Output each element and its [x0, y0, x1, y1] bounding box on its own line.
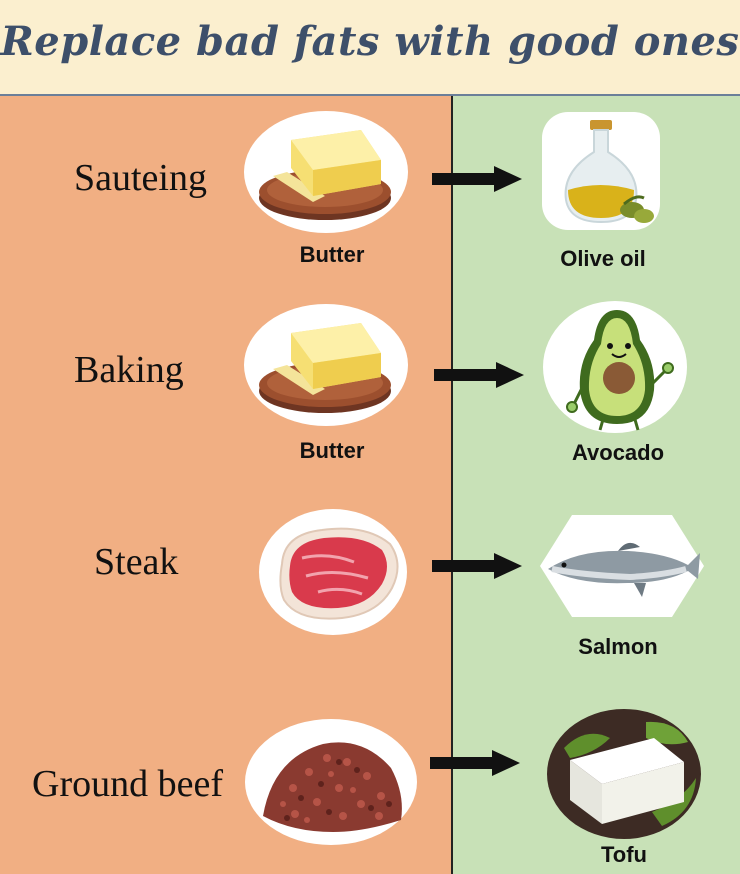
- use-label-ground-beef: Ground beef: [32, 763, 223, 805]
- butter-image: [243, 110, 409, 234]
- arrow-icon: [434, 362, 524, 393]
- olive-oil-image: [540, 110, 662, 232]
- steak-image: [258, 508, 408, 636]
- butter-image: [243, 303, 409, 427]
- arrow-icon: [430, 750, 520, 781]
- use-label-sauteing: Sauteing: [74, 157, 207, 199]
- salmon-image: [538, 513, 706, 619]
- good-food-label: Salmon: [578, 634, 658, 659]
- tofu-image: [546, 708, 702, 840]
- good-food-label: Olive oil: [560, 246, 646, 271]
- bad-food-label: Butter: [299, 242, 365, 267]
- arrow-icon: [432, 553, 522, 584]
- avocado-image: [542, 300, 688, 434]
- bad-food-label: Butter: [299, 438, 365, 463]
- use-label-steak: Steak: [94, 541, 179, 583]
- page-title: Replace bad fats with good ones: [0, 18, 740, 65]
- arrow-icon: [432, 166, 522, 197]
- use-label-baking: Baking: [74, 349, 184, 391]
- good-food-label: Tofu: [600, 842, 647, 867]
- header: Replace bad fats with good ones: [0, 0, 740, 96]
- good-food-label: Avocado: [571, 440, 665, 465]
- panel-divider: [451, 96, 453, 874]
- ground-beef-image: [243, 718, 419, 846]
